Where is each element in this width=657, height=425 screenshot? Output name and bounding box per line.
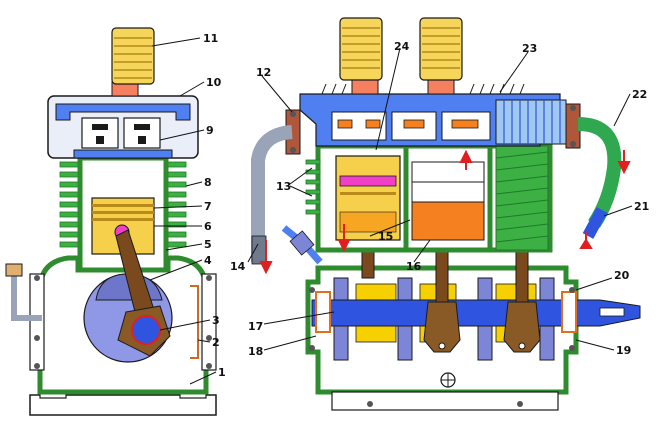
right-intercooler-fin-lines [503,100,561,144]
callout-3: 3 [212,314,220,327]
left-piston-ring-2 [92,211,154,214]
callout-19: 19 [616,344,631,357]
right-valve-plate [339,175,397,187]
callout-24: 24 [394,40,410,53]
callout-17: 17 [248,320,263,333]
right-big-end-2 [503,301,541,353]
callout-15: 15 [378,230,393,243]
leader-lines [149,37,633,385]
callout-22: 22 [632,88,647,101]
left-transverse-view [5,27,217,416]
callout-21: 21 [634,200,649,213]
right-filter-stripes [342,27,460,69]
callout-20: 20 [614,269,630,282]
callout-16: 16 [406,260,422,273]
right-piston-1-ring [340,192,396,195]
right-filter-neck-1 [351,79,379,95]
callout-4: 4 [204,254,212,267]
left-piston-ring-1 [92,204,154,207]
callout-11: 11 [203,32,218,45]
right-head-valves [337,119,479,129]
left-head-plate [73,149,173,159]
right-crankshaft [311,299,641,327]
right-air-filter-2 [419,17,463,81]
right-longitudinal-view [251,17,641,411]
right-discharge-pipe-green [577,117,622,228]
left-piston-ring-3 [92,218,154,221]
right-intercooler-fins [495,99,567,145]
flow-arrows [259,149,631,275]
right-shaft-key [599,307,625,317]
right-base-plate [331,391,559,411]
right-hose-fitting [289,230,315,256]
right-big-end-bolt-1 [438,342,446,350]
callout-23: 23 [522,42,537,55]
callout-12: 12 [256,66,271,79]
callout-7: 7 [204,200,212,213]
right-big-end-1 [423,301,461,353]
left-base-plate [29,394,217,416]
callout-2: 2 [212,336,220,349]
right-piston-1-skirt [339,211,397,233]
right-cooling-fin-lines [495,151,549,243]
callout-8: 8 [204,176,212,189]
left-air-filter [111,27,155,85]
callout-5: 5 [204,238,212,251]
left-flange-bolts [34,275,212,369]
right-intake-pipe-grey [251,125,293,262]
callout-13: 13 [276,180,291,193]
right-filter-neck-2 [427,79,455,95]
left-head-blue-manifold [55,103,191,121]
left-cylinder-fins-right [165,161,187,248]
callout-6: 6 [204,220,212,233]
right-flange-bolts [290,105,576,153]
left-filter-stripes [114,37,152,79]
callout-14: 14 [230,260,246,273]
right-seal-right [561,291,577,333]
left-cylinder-fins-left [59,161,81,248]
right-big-end-bolt-2 [518,342,526,350]
right-air-filter-1 [339,17,383,81]
left-oil-pipe-cap [5,263,23,277]
left-oil-pipe [11,272,42,321]
left-valve-parts [92,124,150,144]
left-side-flange-left [29,273,45,371]
right-side-fins [305,159,321,215]
callout-18: 18 [248,345,263,358]
callout-9: 9 [206,124,214,137]
right-case-bolts [309,287,575,407]
right-piston-2-body [411,201,485,241]
right-pipe-tip-blue [582,207,608,239]
left-crankpin [131,315,161,345]
callout-10: 10 [206,76,222,89]
callout-labels: 11 10 9 8 7 6 5 4 3 2 1 12 13 14 15 16 1… [203,32,649,379]
right-cooling-fin-block [495,145,549,251]
right-seal-left [315,291,331,333]
callout-1: 1 [218,366,226,379]
